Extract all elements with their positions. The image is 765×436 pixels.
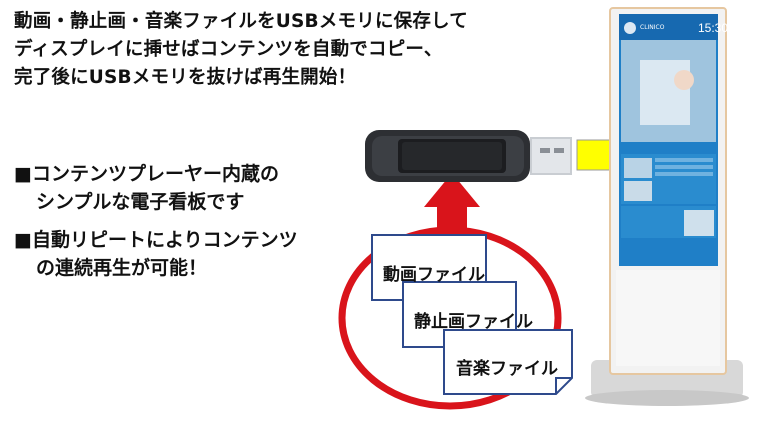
display-brand: CLINICO: [640, 24, 665, 31]
feature-bullet-1-line-2: シンプルな電子看板です: [36, 191, 245, 213]
feature-bullet-2-line-2: の連続再生が可能！: [36, 257, 208, 279]
file-label-video: 動画ファイル: [383, 265, 485, 285]
feature-bullet-1-line-1: ■コンテンツプレーヤー内蔵の: [14, 163, 279, 185]
headline-line-1: 動画・静止画・音楽ファイルをUSBメモリに保存して: [14, 11, 468, 32]
feature-bullet-1: ■コンテンツプレーヤー内蔵の シンプルな電子看板です: [14, 160, 344, 216]
headline-line-2: ディスプレイに挿せばコンテンツを自動でコピー、: [14, 39, 443, 60]
file-label-still: 静止画ファイル: [414, 312, 533, 332]
document-music-shape: [443, 329, 573, 395]
feature-bullets: ■コンテンツプレーヤー内蔵の シンプルな電子看板です ■自動リピートによりコンテ…: [14, 160, 344, 292]
feature-bullet-2-line-1: ■自動リピートによりコンテンツ: [14, 229, 298, 251]
usb-stick-icon: [365, 130, 572, 182]
display-time: 15:30: [698, 21, 729, 35]
file-label-music: 音楽ファイル: [456, 359, 558, 379]
feature-bullet-2: ■自動リピートによりコンテンツ の連続再生が可能！: [14, 226, 344, 282]
headline: 動画・静止画・音楽ファイルをUSBメモリに保存して ディスプレイに挿せばコンテン…: [14, 8, 534, 92]
headline-line-3: 完了後にUSBメモリを抜けば再生開始！: [14, 67, 357, 88]
